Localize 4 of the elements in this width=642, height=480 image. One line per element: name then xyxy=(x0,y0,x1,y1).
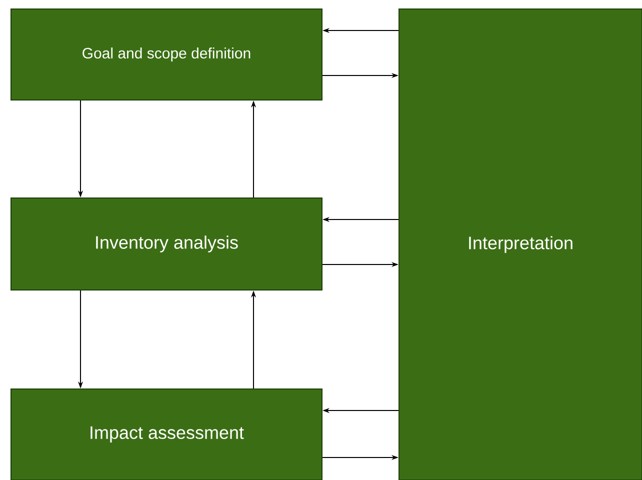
process-box: Impact assessment xyxy=(10,388,322,480)
process-box: Goal and scope definition xyxy=(10,8,322,100)
process-box: Interpretation xyxy=(398,8,642,480)
process-box: Inventory analysis xyxy=(10,198,322,290)
